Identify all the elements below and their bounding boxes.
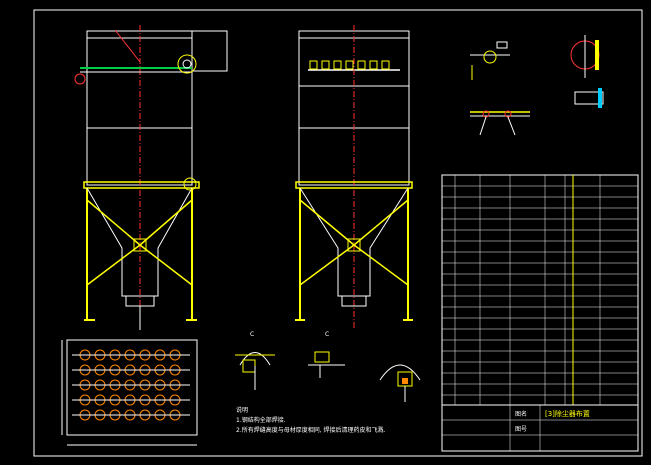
title-label-name: 图名 — [515, 410, 527, 418]
notes-block: 说明 1.钢结构全部焊接. 2.所有焊缝高度与母材厚度相同, 焊接后清理药皮和飞… — [236, 406, 386, 434]
drawing-title: [3]除尘器布置 — [545, 409, 590, 418]
notes-heading: 说明 — [236, 406, 248, 414]
title-block — [441, 404, 639, 452]
bom-table — [441, 174, 639, 406]
notes-line-2: 2.所有焊缝高度与母材厚度相同, 焊接后清理药皮和飞溅. — [236, 426, 386, 434]
title-label-no: 图号 — [515, 426, 527, 433]
sheet-border — [33, 9, 643, 457]
detail-views — [470, 35, 604, 136]
side-view — [295, 25, 413, 330]
section-label-c1: C — [250, 331, 254, 338]
section-views — [235, 351, 421, 402]
plan-view — [61, 339, 198, 446]
section-label-c2: C — [325, 331, 329, 338]
front-view — [74, 25, 228, 330]
notes-line-1: 1.钢结构全部焊接. — [236, 416, 286, 424]
